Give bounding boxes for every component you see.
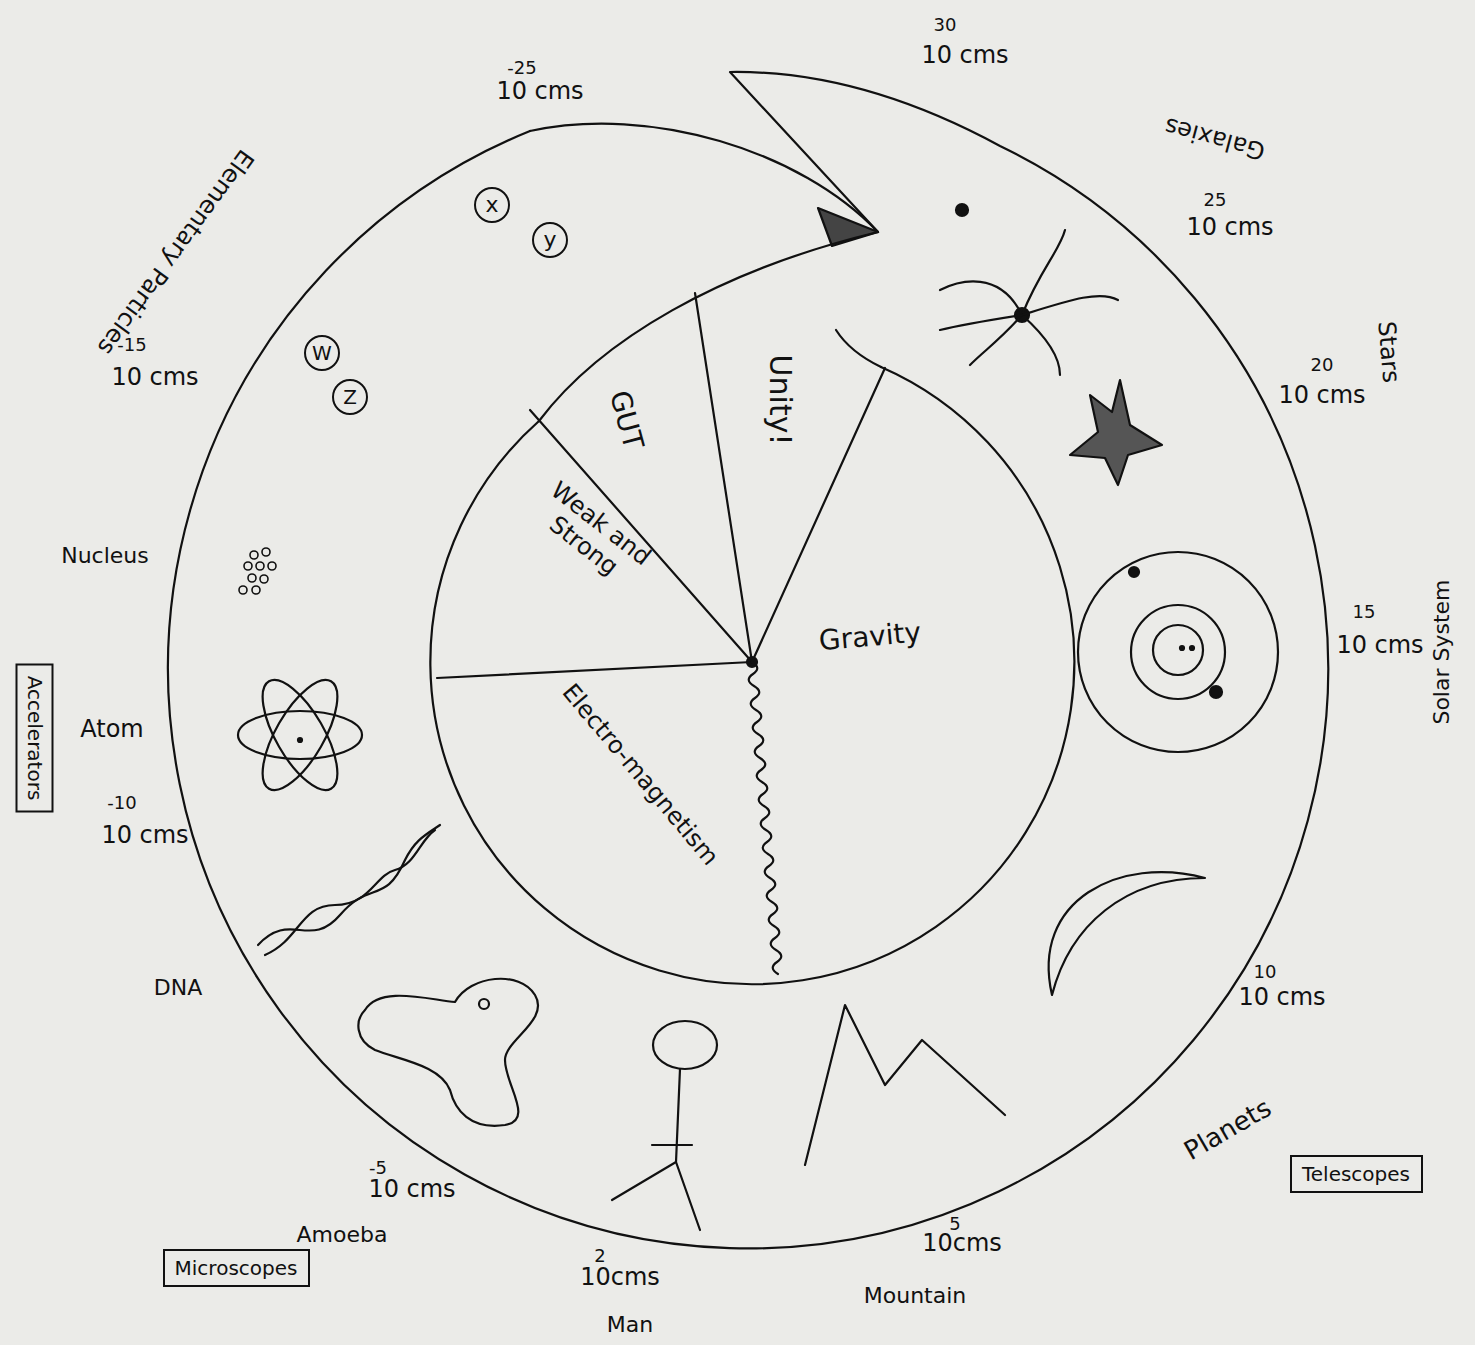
atom-drawing — [238, 669, 362, 800]
inner-ring — [430, 367, 1074, 984]
scale-label: 10 cms — [1336, 632, 1423, 660]
man-drawing — [612, 1021, 717, 1230]
scale-name: Galaxies — [1162, 111, 1268, 164]
node-text: y — [543, 228, 556, 252]
node-text: Z — [343, 386, 357, 408]
scale-exponent: 10 — [1254, 962, 1277, 983]
moon-drawing — [1049, 872, 1205, 995]
tail — [836, 330, 881, 367]
instrument-box: Telescopes — [1290, 1155, 1423, 1193]
scale-label: 10 cms — [368, 1176, 455, 1204]
scale-name: Man — [607, 1312, 653, 1337]
instrument-box: Accelerators — [15, 664, 53, 813]
scale-name: Planets — [1179, 1093, 1276, 1166]
scale-label: 10cms — [922, 1230, 1002, 1258]
mountain-drawing — [805, 1005, 1005, 1165]
nucleus-drawing — [239, 548, 276, 594]
dna-drawing — [258, 825, 440, 955]
particle-circle: Z — [332, 379, 368, 415]
outer-ring — [168, 72, 1328, 1248]
scale-exponent: -25 — [507, 58, 536, 79]
scale-label: 10 cms — [1278, 382, 1365, 410]
node-text: Microscopes — [175, 1257, 298, 1279]
star-drawing — [1070, 380, 1162, 485]
force-label: Gravity — [818, 617, 923, 658]
amoeba-drawing — [358, 979, 538, 1126]
scale-name: DNA — [154, 975, 202, 1000]
scale-exponent: 20 — [1311, 355, 1334, 376]
scale-name: Amoeba — [297, 1222, 388, 1247]
scale-exponent: -10 — [107, 793, 136, 814]
instrument-box: Microscopes — [163, 1249, 310, 1287]
scale-exponent: 25 — [1204, 190, 1227, 211]
sector-divider — [437, 662, 752, 678]
scale-exponent: -15 — [117, 335, 146, 356]
solar-system-drawing — [1078, 552, 1278, 752]
scale-label: 10 cms — [496, 78, 583, 106]
lower-jaw — [539, 232, 878, 421]
galaxy-drawing — [940, 204, 1118, 375]
force-label: GUT — [603, 387, 649, 453]
force-label: Electro-magnetism — [556, 679, 723, 871]
scale-name: Atom — [80, 716, 143, 744]
scale-label: 10 cms — [111, 364, 198, 392]
scale-name: Mountain — [864, 1283, 967, 1308]
particle-circle: W — [304, 335, 340, 371]
scale-exponent: 30 — [934, 15, 957, 36]
node-text: Accelerators — [23, 676, 45, 801]
node-text: x — [485, 193, 498, 217]
force-label: Unity! — [763, 355, 798, 446]
scale-name: Elementary Particles — [91, 144, 258, 360]
node-text: W — [312, 342, 332, 364]
scale-name: Nucleus — [61, 543, 149, 568]
scale-label: 10 cms — [101, 822, 188, 850]
particle-circle: y — [532, 222, 568, 258]
node-text: Telescopes — [1302, 1163, 1410, 1185]
scale-label: 10cms — [580, 1264, 660, 1292]
scale-label: 10 cms — [921, 42, 1008, 70]
sector-divider — [695, 293, 752, 662]
scale-name: Solar System — [1429, 579, 1454, 724]
scale-label: 10 cms — [1238, 984, 1325, 1012]
scale-exponent: 15 — [1353, 602, 1376, 623]
scale-label: 10 cms — [1186, 214, 1273, 242]
particle-circle: x — [474, 187, 510, 223]
scale-name: Stars — [1372, 320, 1405, 384]
wave-line — [749, 662, 782, 974]
